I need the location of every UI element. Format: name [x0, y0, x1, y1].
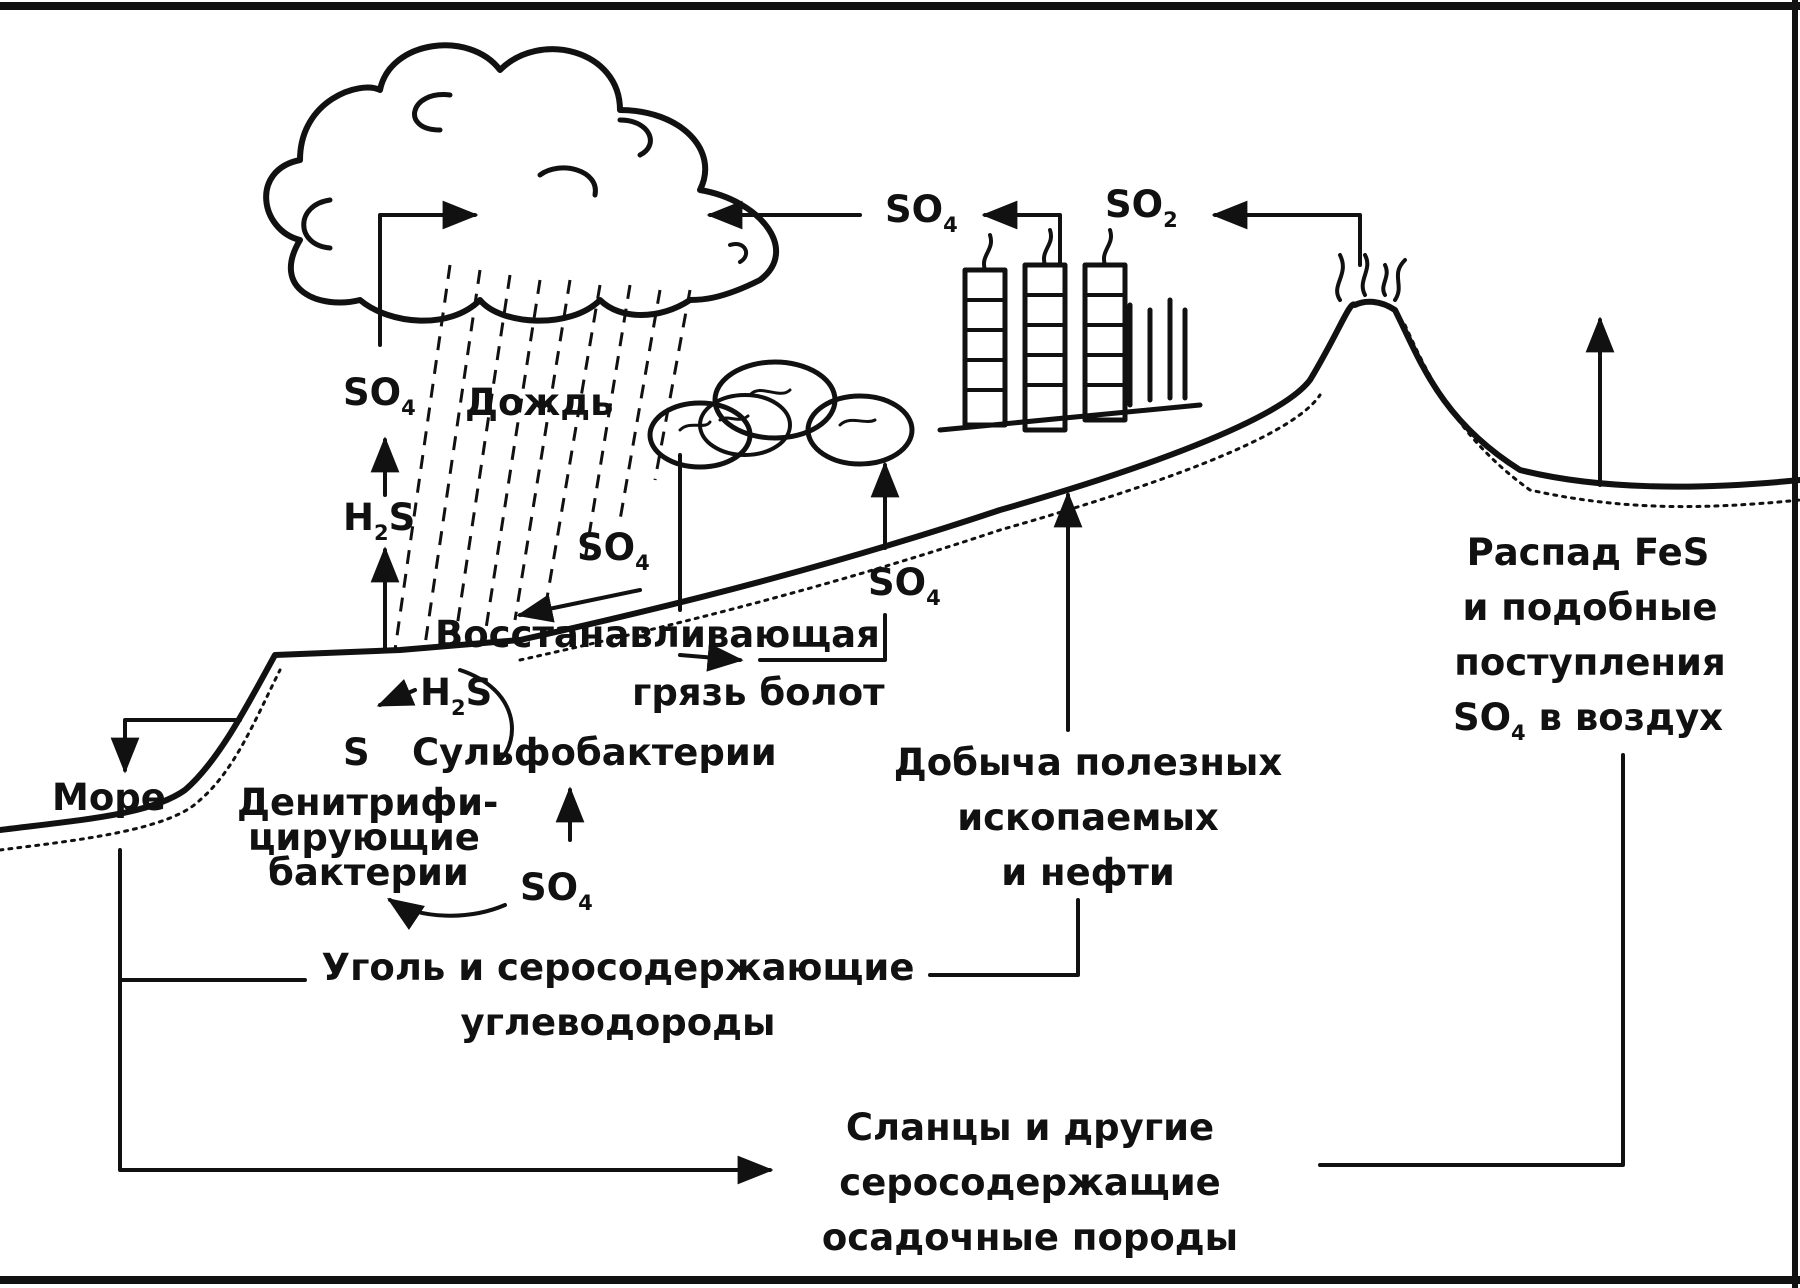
so4-mid-label: SO4 [577, 526, 650, 575]
denitrifying-line1: Денитрифи- [237, 781, 498, 824]
reducing-mud-line2: грязь болот [632, 671, 885, 714]
sulfobacteria-label: Сульфобактерии [412, 731, 777, 774]
h2s-top-label: H2S [343, 496, 415, 545]
shale-line1: Сланцы и другие [846, 1106, 1214, 1149]
labels: SO4 SO2 SO4 Дождь H2S SO4 SO4 Восстанавл… [52, 183, 1726, 1259]
swamp-vegetation [647, 359, 915, 470]
shale-line3: осадочные породы [822, 1216, 1238, 1259]
so4-clouds-label: SO4 [885, 188, 958, 237]
shale-line2: серосодержащие [839, 1161, 1220, 1204]
sea-label: Море [52, 776, 166, 819]
so4-swamp-label: SO4 [868, 561, 941, 610]
denitrifying-line3: бактерии [268, 851, 469, 894]
denitrifying-line2: цирующие [248, 816, 480, 859]
mining-line2: ископаемых [957, 796, 1219, 839]
terrain [0, 298, 1800, 852]
rain-streaks [393, 264, 692, 651]
volcano-smoke [1335, 253, 1407, 302]
h2s-low-label: H2S [420, 671, 492, 720]
cloud [263, 42, 780, 324]
so4-left-label: SO4 [343, 371, 416, 420]
cycle-arrows [110, 200, 1625, 1185]
fes-line3: поступления [1454, 641, 1725, 684]
factory [937, 228, 1203, 433]
reducing-mud-line1: Восстанавливающая [435, 613, 880, 656]
mining-line3: и нефти [1001, 851, 1175, 894]
so4-bottom-label: SO4 [520, 866, 593, 915]
sulfur-label: S [343, 731, 370, 774]
coal-line1: Уголь и серосодержающие [322, 946, 915, 989]
coal-line2: углеводороды [460, 1001, 775, 1044]
so2-label: SO2 [1105, 183, 1178, 232]
fes-line2: и подобные [1462, 586, 1717, 629]
mining-line1: Добыча полезных [894, 741, 1283, 784]
fes-line4: SO4 в воздух [1453, 696, 1723, 745]
rain-label: Дождь [465, 381, 613, 424]
fes-line1: Распад FeS [1467, 531, 1710, 574]
